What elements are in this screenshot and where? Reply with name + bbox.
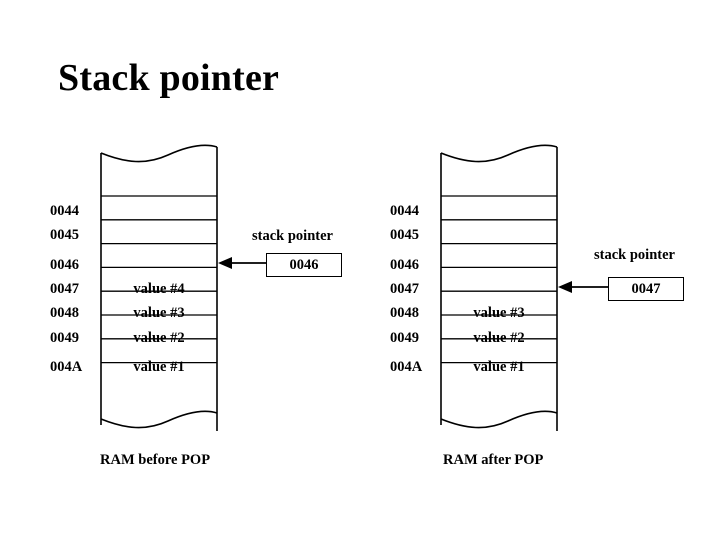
address-label: 0047	[50, 281, 79, 297]
stack-pointer-label: stack pointer	[594, 247, 675, 263]
address-label: 0049	[390, 330, 419, 346]
diagram-caption: RAM after POP	[443, 452, 544, 468]
address-label: 0049	[50, 330, 79, 346]
memory-strip	[440, 143, 558, 433]
stack-pointer-value-box[interactable]: 0046	[266, 253, 342, 277]
memory-strip	[100, 143, 218, 433]
memory-cell: value #3	[473, 305, 525, 321]
memory-strip-outline	[440, 144, 558, 431]
address-label: 0047	[390, 281, 419, 297]
memory-strip-outline	[100, 144, 218, 431]
stack-pointer-label: stack pointer	[252, 228, 333, 244]
address-label: 0046	[390, 257, 419, 273]
address-label: 0048	[50, 305, 79, 321]
memory-cell: value #1	[473, 359, 525, 375]
stack-pointer-arrow-icon	[218, 257, 266, 269]
page-title: Stack pointer	[58, 57, 280, 99]
memory-cell: value #2	[133, 330, 185, 346]
memory-cell: value #3	[133, 305, 185, 321]
address-label: 0045	[390, 227, 419, 243]
address-label: 0048	[390, 305, 419, 321]
address-label: 0044	[50, 203, 79, 219]
diagram-caption: RAM before POP	[100, 452, 211, 468]
stack-pointer-value-box[interactable]: 0047	[608, 277, 684, 301]
address-label: 0045	[50, 227, 79, 243]
memory-cell: value #4	[133, 281, 185, 297]
memory-cell: value #2	[473, 330, 525, 346]
stack-pointer-arrow-icon	[558, 281, 608, 293]
address-label: 004A	[390, 359, 423, 375]
address-label: 0044	[390, 203, 419, 219]
memory-cell: value #1	[133, 359, 185, 375]
address-label: 004A	[50, 359, 83, 375]
address-label: 0046	[50, 257, 79, 273]
